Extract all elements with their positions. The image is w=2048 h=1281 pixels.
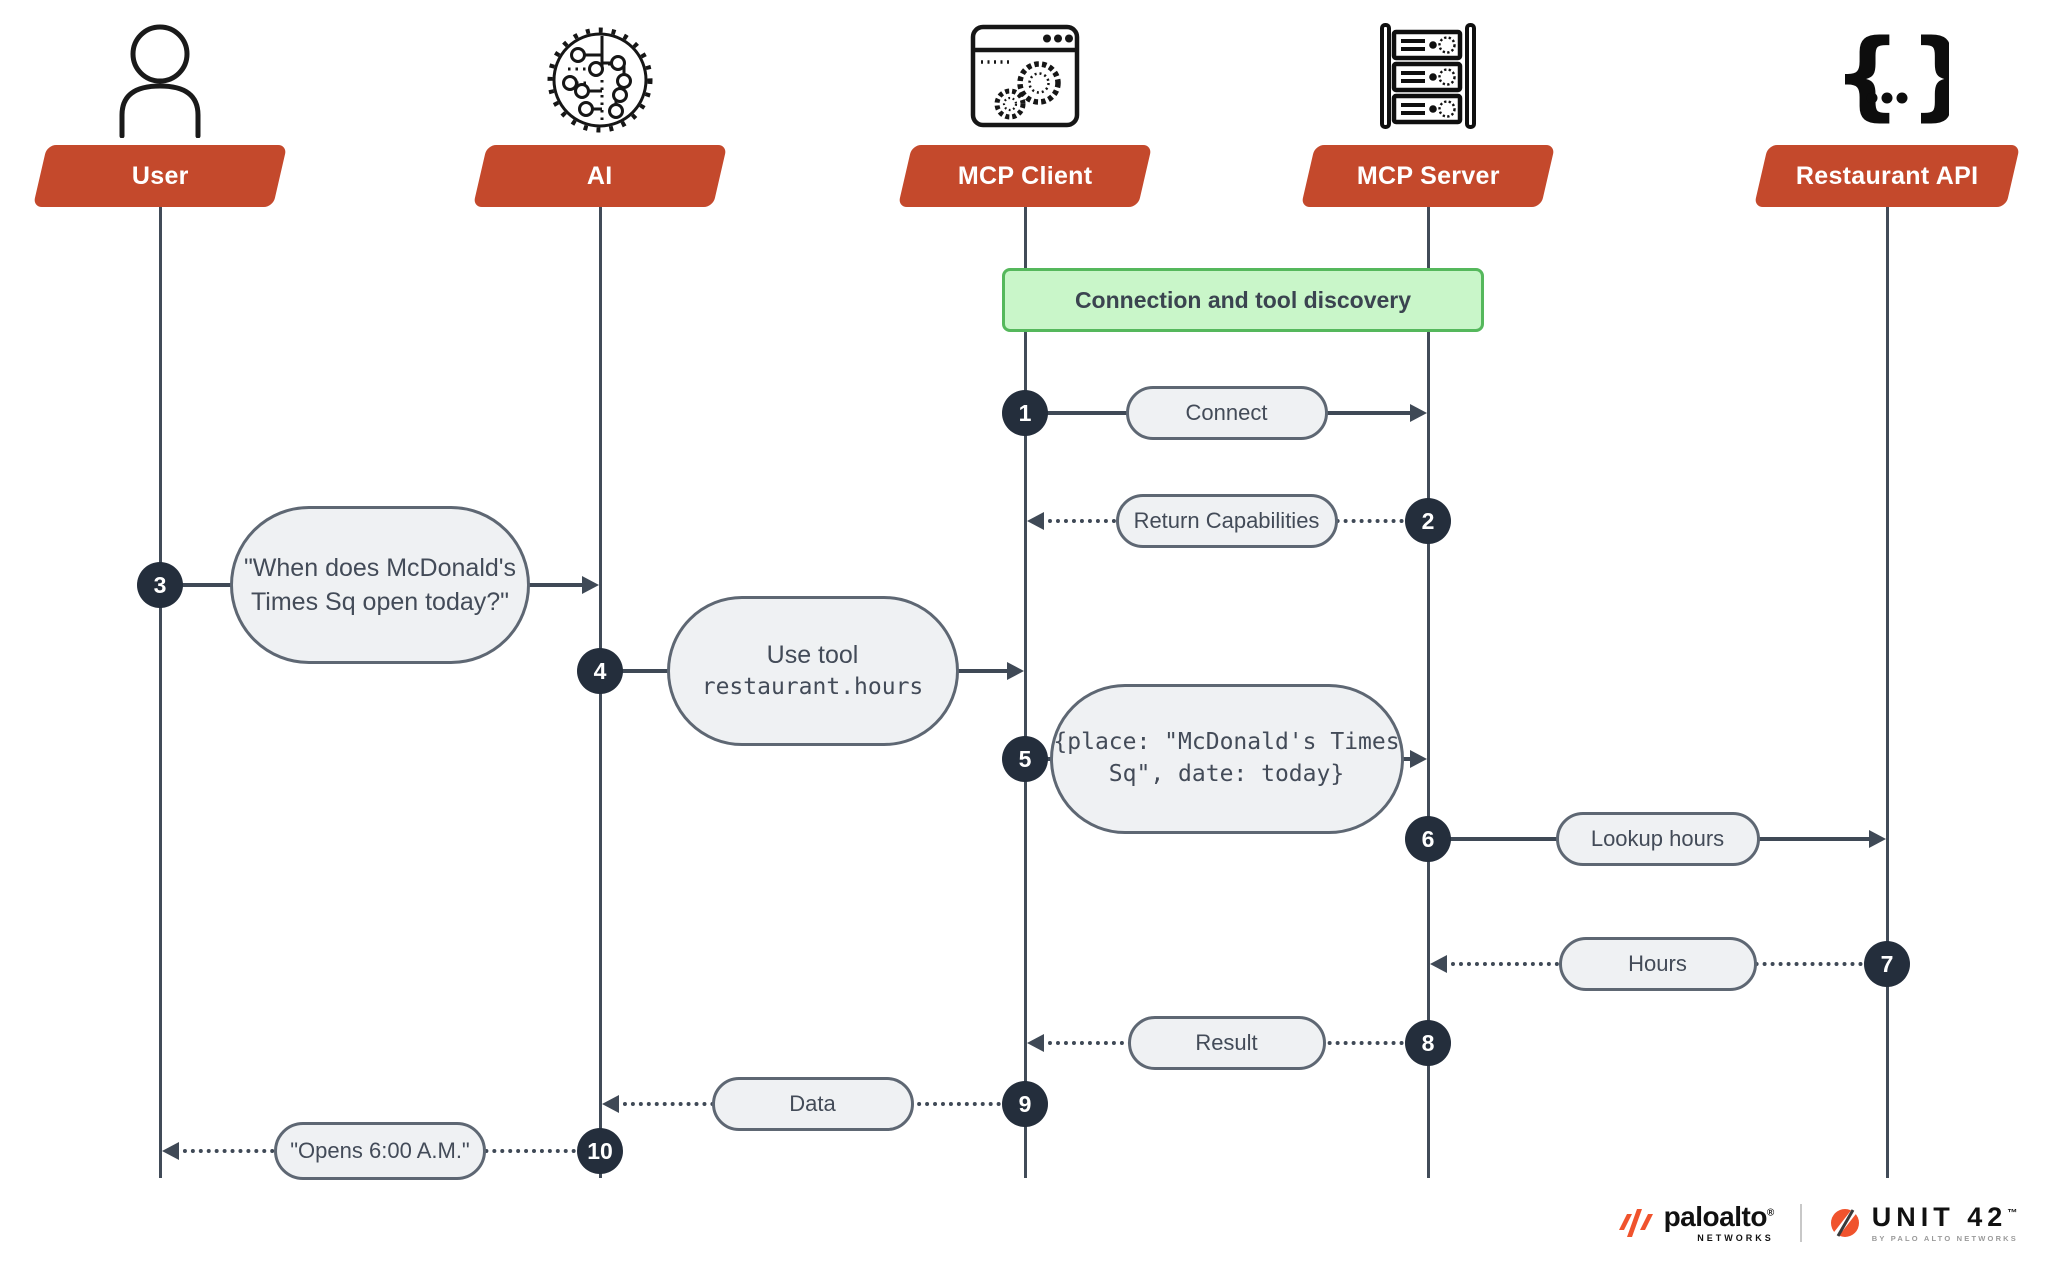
mcp-client-label: MCP Client [957, 161, 1093, 190]
step-4-label-line-2: restaurant.hours [701, 674, 924, 701]
step-2-arrowhead [1027, 512, 1044, 530]
step-6-arrowhead [1869, 830, 1886, 848]
step-6-label-line-1: Lookup hours [1590, 825, 1725, 851]
step-4-arrowhead [1007, 662, 1024, 680]
step-3-label-line-2: Times Sq open today?" [250, 588, 510, 616]
user-lifeline [158, 207, 162, 1178]
step-5-arrowhead [1410, 750, 1427, 768]
step-1-arrowhead [1410, 404, 1427, 422]
svg-text:{: { [1833, 20, 1901, 131]
user-label: User [131, 161, 189, 190]
step-1-number: 1 [1002, 390, 1048, 436]
step-10-number: 10 [577, 1128, 623, 1174]
step-10-arrowhead [162, 1142, 179, 1160]
svg-text:}: } [1909, 20, 1949, 131]
mcp-server-lifeline [1426, 207, 1430, 1178]
unit42-mark-icon [1830, 1206, 1860, 1240]
ai-brain-icon [538, 20, 662, 143]
person-icon [98, 20, 222, 143]
mcp-server-banner: MCP Server [1300, 145, 1556, 207]
step-5-label-line-1: {place: "McDonald's Times [1053, 729, 1400, 756]
step-7-message: Hours [1558, 937, 1757, 991]
step-7-number: 7 [1864, 941, 1910, 987]
registered-mark: ® [1766, 1207, 1774, 1219]
step-7-label-line-1: Hours [1628, 950, 1687, 976]
step-2-label-line-1: Return Capabilities [1133, 507, 1320, 533]
paloalto-logo: paloalto® NETWORKS [1618, 1203, 1774, 1243]
restaurant-api-lifeline [1885, 207, 1889, 1178]
paloalto-networks-label: NETWORKS [1697, 1233, 1774, 1243]
ai-label: AI [587, 161, 613, 190]
step-5-label-line-2: Sq", date: today} [1108, 761, 1345, 787]
step-10-label-line-1: "Opens 6:00 A.M." [290, 1137, 470, 1163]
step-7-arrowhead [1430, 955, 1447, 973]
step-1-label-line-1: Connect [1185, 399, 1268, 425]
step-3-label-line-1: "When does McDonald's [243, 553, 517, 582]
step-4-number: 4 [577, 648, 623, 694]
step-8-number: 8 [1405, 1020, 1451, 1066]
logo-divider [1799, 1204, 1802, 1242]
unit42-wordmark: UNIT 42 [1871, 1201, 2008, 1232]
mcp-client-banner: MCP Client [897, 145, 1153, 207]
step-3-arrowhead [582, 576, 599, 594]
mcp-client-lifeline [1023, 207, 1027, 1178]
code-braces-icon: {} [1825, 19, 1977, 137]
phase-label: Connection and tool discovery [1074, 286, 1412, 313]
step-10-message: "Opens 6:00 A.M." [274, 1122, 486, 1180]
step-9-label-line-1: Data [789, 1090, 836, 1116]
step-9-arrowhead [602, 1095, 619, 1113]
step-8-label-line-1: Result [1195, 1029, 1258, 1055]
ai-banner: AI [472, 145, 728, 207]
unit42-tagline: BY PALO ALTO NETWORKS [1871, 1233, 2018, 1243]
browser-gears-icon [963, 20, 1087, 137]
user-banner: User [32, 145, 288, 207]
phase-box: Connection and tool discovery [1002, 268, 1484, 332]
step-2-number: 2 [1405, 498, 1451, 544]
step-3-number: 3 [137, 562, 183, 608]
step-8-message: Result [1127, 1016, 1326, 1070]
step-6-message: Lookup hours [1555, 812, 1760, 866]
restaurant-api-label: Restaurant API [1795, 161, 1979, 190]
step-9-number: 9 [1002, 1081, 1048, 1127]
mcp-server-label: MCP Server [1356, 161, 1500, 190]
server-rack-icon [1366, 20, 1490, 137]
step-2-message: Return Capabilities [1115, 494, 1338, 548]
paloalto-wordmark: paloalto [1663, 1201, 1768, 1232]
step-8-arrowhead [1027, 1034, 1044, 1052]
step-1-message: Connect [1125, 386, 1328, 440]
unit42-logo: UNIT 42™ BY PALO ALTO NETWORKS [1828, 1201, 2018, 1243]
step-4-label-line-1: Use tool [766, 640, 859, 669]
footer-branding: paloalto® NETWORKS UNIT 42™ BY PALO ALTO… [1618, 1203, 2018, 1243]
step-5-number: 5 [1002, 736, 1048, 782]
step-4-message: Use tool restaurant.hours [666, 596, 959, 746]
restaurant-api-banner: Restaurant API [1753, 145, 2021, 207]
paloalto-mark-icon [1618, 1209, 1653, 1237]
step-9-message: Data [711, 1077, 914, 1131]
trademark: ™ [2007, 1207, 2018, 1219]
step-6-number: 6 [1405, 816, 1451, 862]
